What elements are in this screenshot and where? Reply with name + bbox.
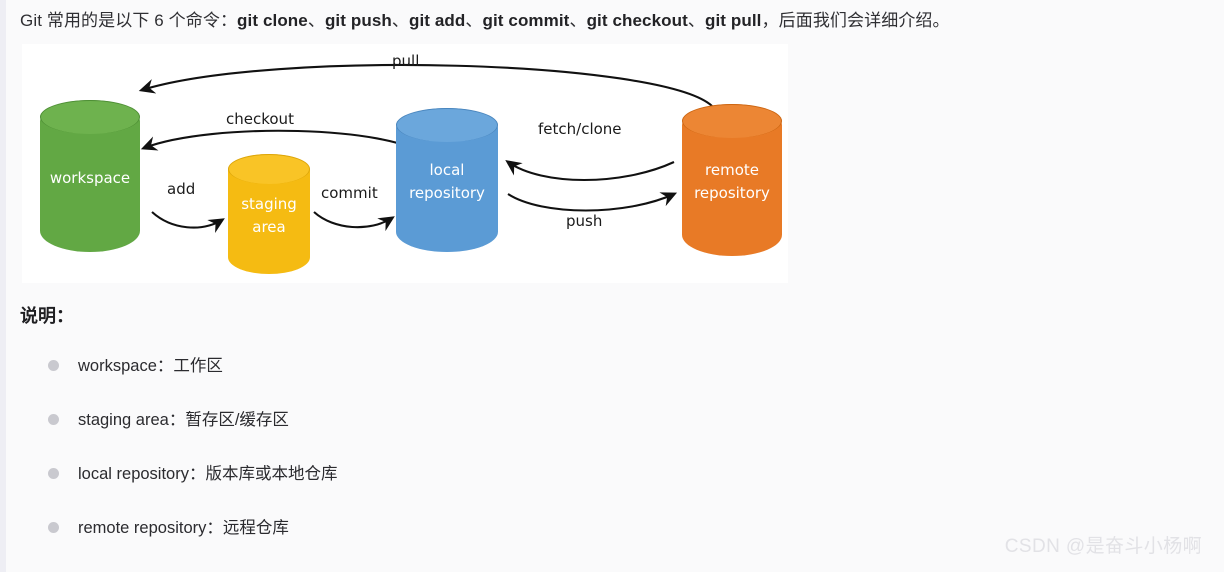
glossary-term-local-repository: local repository： — [78, 465, 206, 483]
intro-separator-3: 、 — [465, 11, 483, 30]
glossary-desc-remote-repository: 远程仓库 — [222, 519, 289, 537]
arrow-checkout — [140, 129, 427, 157]
arrow-add — [151, 211, 225, 233]
command-git-push: git push — [324, 11, 392, 30]
node-workspace: workspace — [40, 100, 140, 252]
intro-prefix: Git 常用的是以下 6 个命令： — [20, 11, 238, 30]
arrow-label-commit: commit — [321, 184, 378, 202]
local-cylinder-cap — [396, 108, 498, 142]
arrow-label-add: add — [167, 180, 196, 198]
bullet-icon — [48, 414, 59, 425]
glossary-term-workspace: workspace： — [78, 357, 174, 375]
command-git-clone: git clone — [237, 11, 308, 30]
command-git-add: git add — [408, 11, 466, 30]
list-item: local repository：版本库或本地仓库 — [42, 463, 742, 517]
arrow-label-checkout: checkout — [226, 110, 294, 128]
arrow-commit — [313, 211, 395, 232]
staging-label-line1: staging — [241, 195, 297, 213]
bullet-icon — [48, 522, 59, 533]
arrow-label-pull: pull — [392, 52, 420, 70]
glossary-term-staging-area: staging area： — [78, 411, 186, 429]
arrow-push — [507, 192, 678, 212]
section-heading: 说明： — [20, 306, 74, 326]
csdn-watermark: CSDN @是奋斗小杨啊 — [1004, 536, 1202, 557]
intro-separator-5: 、 — [687, 11, 705, 30]
intro-suffix: ，后面我们会详细介绍。 — [761, 11, 950, 30]
staging-label-line2: area — [252, 218, 286, 236]
glossary-desc-staging-area: 暂存区/缓存区 — [185, 411, 289, 429]
bullet-icon — [48, 468, 59, 479]
list-item: remote repository：远程仓库 — [42, 517, 742, 571]
remote-label-line1: remote — [705, 161, 759, 179]
glossary-desc-workspace: 工作区 — [173, 357, 223, 375]
intro-paragraph: Git 常用的是以下 6 个命令：git clone、git push、git … — [20, 8, 950, 34]
node-remote-repository: remote repository — [682, 104, 782, 256]
node-local-repository: local repository — [396, 108, 498, 252]
node-staging-area: staging area — [228, 154, 310, 274]
arrow-fetch-clone — [505, 160, 675, 182]
document-page: Git 常用的是以下 6 个命令：git clone、git push、git … — [6, 0, 1224, 572]
list-item: staging area：暂存区/缓存区 — [42, 409, 742, 463]
git-workflow-figure: workspace staging area local repository … — [22, 44, 788, 283]
workspace-label: workspace — [49, 168, 131, 187]
glossary-term-remote-repository: remote repository： — [78, 519, 223, 537]
intro-separator-2: 、 — [391, 11, 409, 30]
bullet-icon — [48, 360, 59, 371]
staging-cylinder-cap — [228, 154, 310, 184]
local-label-line1: local — [429, 161, 465, 179]
workspace-cylinder-cap — [40, 100, 140, 134]
intro-separator-4: 、 — [569, 11, 587, 30]
intro-separator-1: 、 — [307, 11, 325, 30]
arrow-label-push: push — [566, 212, 603, 230]
local-label-line2: repository — [409, 184, 485, 202]
arrow-label-fetch-clone: fetch/clone — [538, 120, 622, 138]
command-git-checkout: git checkout — [586, 11, 688, 30]
arrow-pull — [138, 63, 713, 107]
figure-arrow-layer — [138, 63, 713, 233]
glossary-desc-local-repository: 版本库或本地仓库 — [205, 465, 338, 483]
remote-label-line2: repository — [694, 184, 770, 202]
glossary-list: workspace：工作区 staging area：暂存区/缓存区 local… — [42, 355, 742, 571]
command-git-pull: git pull — [705, 11, 762, 30]
command-git-commit: git commit — [482, 11, 570, 30]
remote-cylinder-cap — [682, 104, 782, 138]
left-gutter-strip — [0, 0, 6, 572]
list-item: workspace：工作区 — [42, 355, 742, 409]
